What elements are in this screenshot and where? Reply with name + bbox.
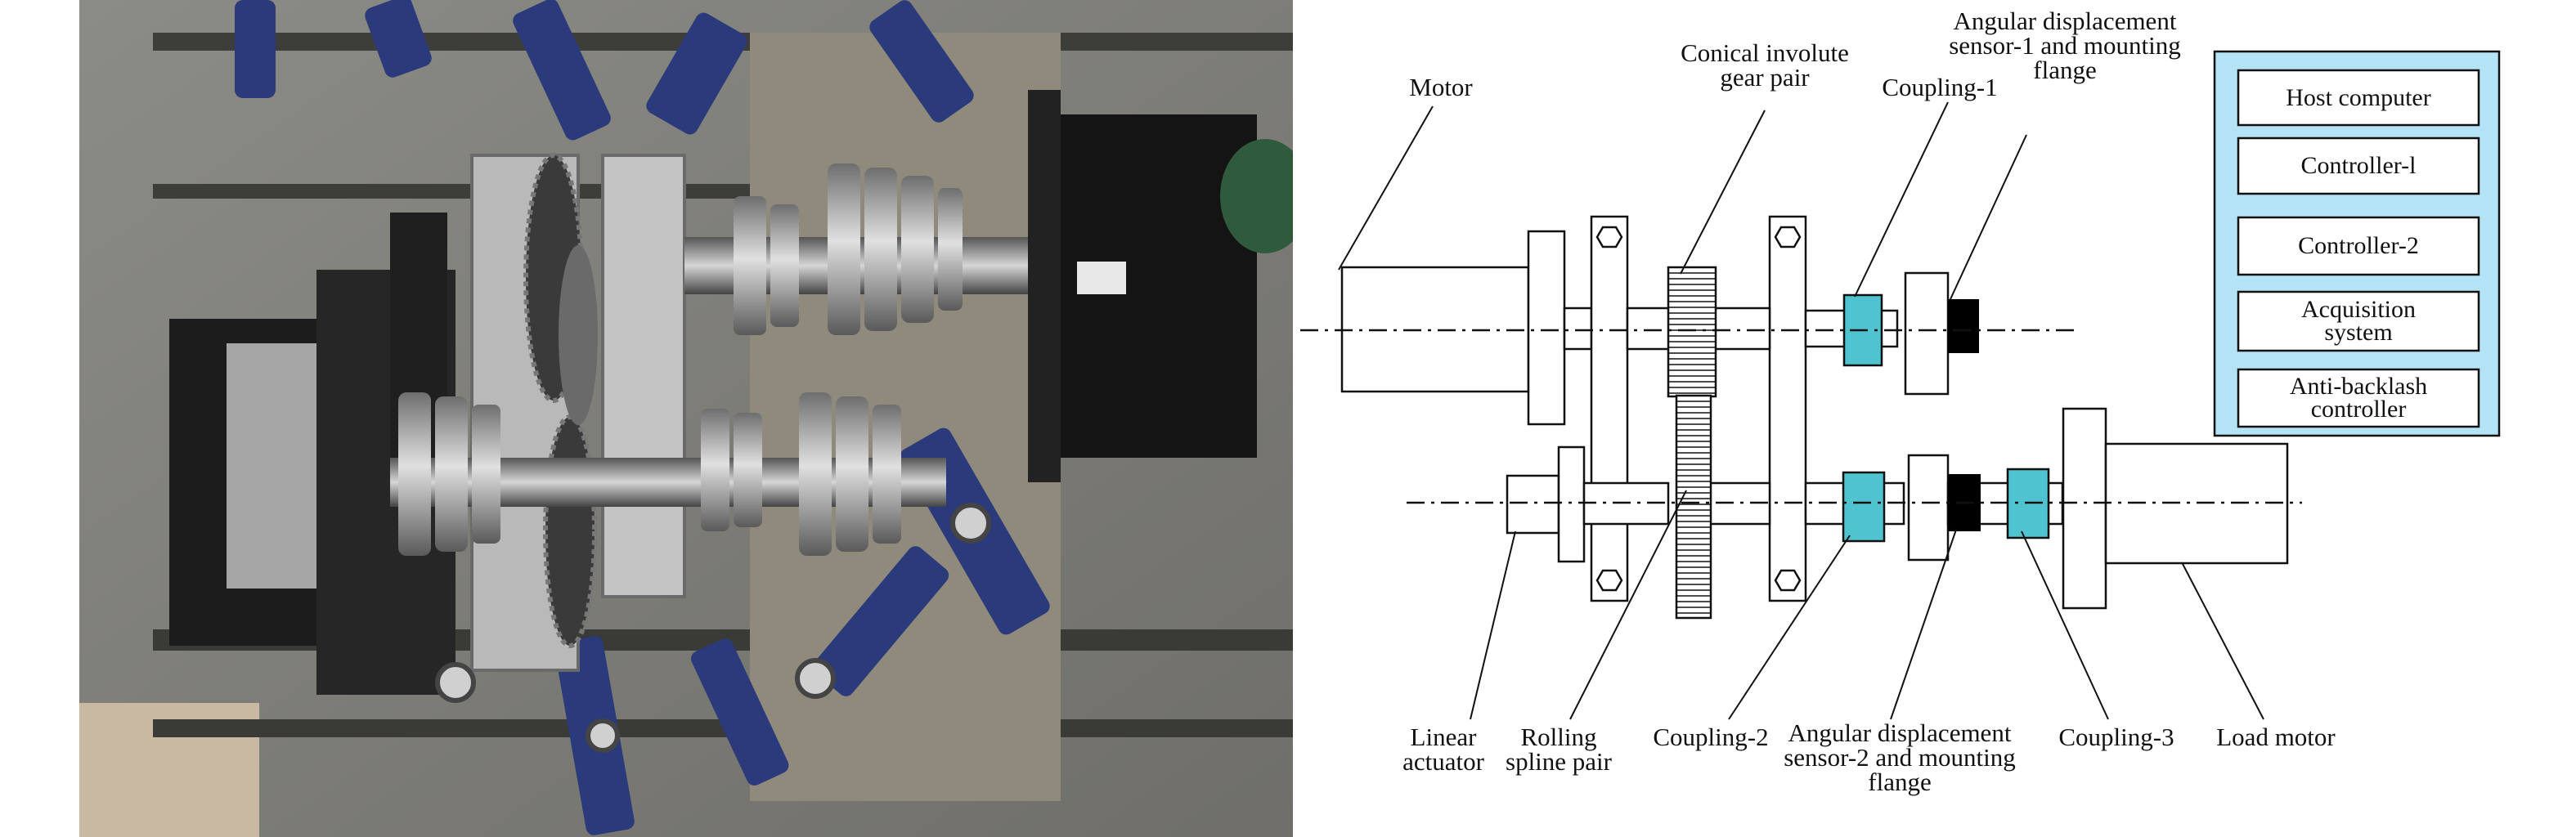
label-conical-gear: Conical involute gear pair <box>1681 38 1849 92</box>
test-rig-photo <box>79 0 1293 837</box>
nut-icon <box>1774 569 1802 592</box>
acquisition-system-label: Acquisition system <box>2301 296 2416 346</box>
conical-gear <box>1667 266 1717 398</box>
sensor-1 <box>1948 299 1979 353</box>
coupling-2 <box>1842 471 1886 543</box>
host-computer-label: Host computer <box>2286 83 2431 111</box>
photo-blue-clamps <box>235 0 1050 835</box>
anti-backlash-controller-label: Anti-backlash controller <box>2289 373 2428 423</box>
rolling-spline-gear <box>1675 394 1712 620</box>
label-sensor-1: Angular displacement sensor-1 and mounti… <box>1949 7 2181 84</box>
leader-coupling-3 <box>2021 530 2109 720</box>
upper-support-left <box>1590 215 1629 602</box>
nut-icon <box>1774 226 1802 248</box>
photo-lower-couplings <box>398 392 901 556</box>
leader-coupling-1 <box>1854 101 1949 298</box>
leader-linear-actuator <box>1470 530 1516 720</box>
label-rolling-spline: Rolling spline pair <box>1506 723 1612 776</box>
controller-2-label: Controller-2 <box>2298 232 2419 259</box>
photo-upper-couplings <box>734 163 963 335</box>
photo-gears <box>523 153 598 648</box>
label-sensor-2: Angular displacement sensor-2 and mounti… <box>1784 718 2016 796</box>
sensor-2-flange <box>1907 454 1950 562</box>
label-coupling-1: Coupling-1 <box>1882 73 1998 101</box>
nut-icon <box>1595 226 1623 248</box>
load-motor-flange <box>2062 407 2107 610</box>
photo-load-motor-flange <box>1028 90 1061 482</box>
nut-icon <box>1595 569 1623 592</box>
spline-flange <box>1557 445 1586 563</box>
label-motor: Motor <box>1409 73 1473 101</box>
upper-support-right <box>1768 215 1807 602</box>
photo-bearings <box>435 503 991 753</box>
upper-shaft-left <box>1563 307 1593 351</box>
leader-load-motor <box>2181 562 2264 720</box>
photo-load-motor-label <box>1077 262 1126 294</box>
label-coupling-2: Coupling-2 <box>1653 723 1769 751</box>
sensor-1-flange <box>1904 271 1950 396</box>
photo-plate-2 <box>601 154 686 598</box>
anti-backlash-controller-box <box>2237 368 2480 428</box>
photo-plate-3 <box>227 343 316 589</box>
label-linear-actuator: Linear actuator <box>1402 723 1484 776</box>
leader-rolling-spline <box>1569 490 1687 720</box>
photo-green-connector <box>1220 139 1293 253</box>
controller-2-box <box>2237 216 2480 276</box>
label-load-motor: Load motor <box>2216 723 2336 751</box>
controller-1-box <box>2237 137 2480 195</box>
leader-conical-gear <box>1680 110 1766 275</box>
controller-1-label: Controller-l <box>2300 152 2417 179</box>
support-nuts <box>1595 226 1802 592</box>
leader-coupling-2 <box>1728 535 1851 720</box>
leader-lines <box>1338 101 2264 720</box>
acquisition-system-box <box>2237 290 2480 352</box>
leader-sensor-2 <box>1890 529 1957 720</box>
linear-actuator <box>1506 474 1560 535</box>
motor-flange <box>1527 230 1566 426</box>
leader-sensor-1 <box>1950 134 2027 300</box>
label-coupling-3: Coupling-3 <box>2058 723 2174 751</box>
leader-motor <box>1338 105 1434 271</box>
host-computer-box <box>2237 69 2480 127</box>
